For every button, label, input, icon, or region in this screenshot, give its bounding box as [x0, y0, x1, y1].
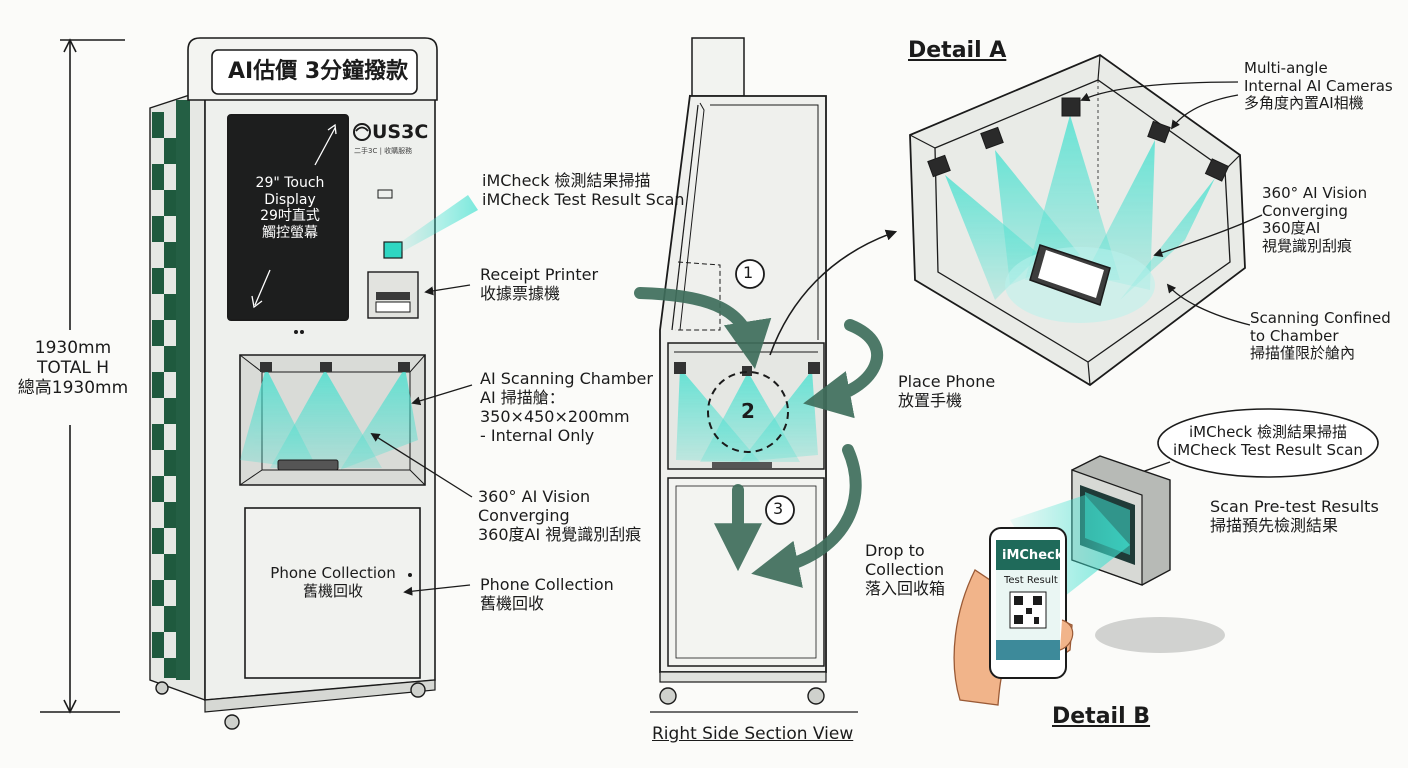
checker-strip	[152, 100, 190, 680]
detail-b	[953, 408, 1379, 706]
detail-a-cameras-label: Multi-angle Internal AI Cameras 多角度內置AI相…	[1244, 59, 1393, 113]
callout-ai-scanning-chamber: AI Scanning Chamber AI 掃描艙： 350×450×200m…	[480, 369, 653, 445]
brand-subtitle: 二手3C | 收購服務	[354, 147, 413, 155]
phone-test-result-text: Test Result	[1004, 575, 1058, 586]
detail-a-vision-label: 360° AI Vision Converging 360度AI 視覺識別刮痕	[1262, 184, 1368, 256]
ai-camera-units	[927, 97, 1230, 182]
place-phone-label: Place Phone 放置手機	[898, 372, 996, 410]
callout-imcheck-scan: iMCheck 檢測結果掃描 iMCheck Test Result Scan	[482, 171, 685, 209]
height-dimension-label: 1930mm TOTAL H 總高1930mm	[17, 338, 129, 399]
detail-b-title: Detail B	[1052, 704, 1151, 729]
drop-to-collection-label: Drop to Collection 落入回收箱	[865, 541, 946, 598]
step-2-label: 2	[741, 399, 755, 423]
detail-b-scan-note: Scan Pre-test Results 掃描預先檢測結果	[1210, 497, 1379, 535]
callout-receipt-printer: Receipt Printer 收據票據機	[480, 265, 599, 303]
section-view-title: Right Side Section View	[652, 724, 854, 744]
flow-arrows	[634, 287, 884, 588]
detail-a-confined-label: Scanning Confined to Chamber 掃描僅限於艙內	[1250, 309, 1391, 363]
callout-phone-collection: Phone Collection 舊機回收	[480, 575, 614, 613]
detail-a-leaders	[1080, 81, 1263, 326]
chamber-beams	[240, 368, 418, 470]
front-callout-leaders	[370, 284, 473, 596]
step-1-label: 1	[743, 263, 754, 282]
detail-a-pointer	[769, 229, 898, 356]
detail-a-box	[909, 53, 1246, 387]
detail-b-bubble-text: iMCheck 檢測結果掃描 iMCheck Test Result Scan	[1173, 423, 1363, 459]
step-3-label: 3	[773, 499, 784, 518]
callout-360-vision: 360° AI Vision Converging 360度AI 視覺識別刮痕	[478, 487, 642, 544]
kiosk-front	[149, 37, 478, 730]
brand-logo-text: US3C	[372, 121, 429, 143]
display-note: 29" Touch Display 29吋直式 觸控螢幕	[255, 175, 325, 241]
kiosk-header-sign: AI估價 3分鐘撥款	[228, 59, 409, 84]
collection-door-label: Phone Collection 舊機回收	[270, 564, 396, 600]
height-dimension	[40, 38, 125, 714]
detail-a-title: Detail A	[908, 38, 1007, 63]
phone-app-name: iMCheck	[1002, 548, 1064, 563]
section-view	[650, 37, 858, 713]
detail-a-phone	[1029, 244, 1111, 306]
